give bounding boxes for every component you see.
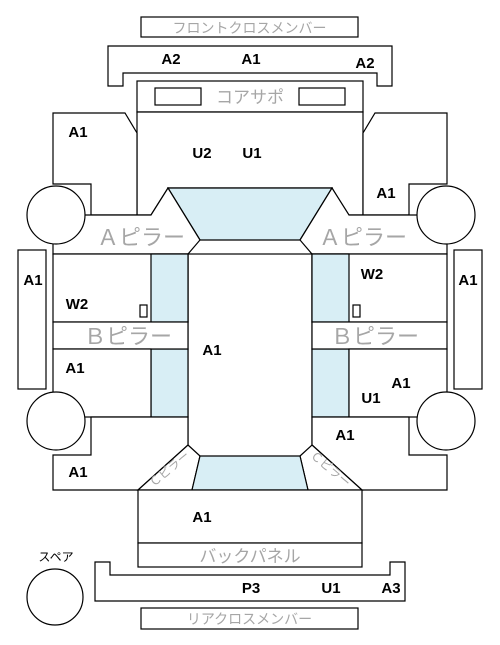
a-pillar-right-label: Ａピラー [319, 226, 407, 251]
roof-panel [187, 253, 313, 465]
rear-window [191, 455, 309, 491]
spare-tire-label: スペア [38, 550, 73, 564]
front-cross-member-box [140, 16, 359, 38]
b-pillar-right [311, 321, 448, 350]
rear-left-door-code: A1 [65, 360, 84, 377]
spare-tire [26, 568, 84, 626]
hood-code-u1: U1 [242, 145, 261, 162]
rear-right-door-code-a1: A1 [391, 375, 410, 392]
left-side-sill-code: A1 [23, 272, 42, 289]
rear-left-quarter-code: A1 [68, 464, 87, 481]
back-panel-box [137, 542, 363, 568]
front-cross-code-center: A1 [241, 51, 260, 68]
trunk-lid [137, 489, 363, 544]
front-left-door-handle [139, 304, 148, 318]
left-side-sill [17, 249, 47, 390]
right-side-sill [453, 249, 483, 390]
front-cross-member-label: フロントクロスメンバー [173, 21, 327, 37]
front-bumper-bracket [107, 45, 393, 87]
front-right-wheel [416, 185, 476, 245]
front-left-door-code: W2 [66, 296, 89, 313]
rear-left-wheel [26, 391, 86, 451]
front-right-fender-code: A1 [376, 185, 395, 202]
rear-cross-member-label: リアクロスメンバー [187, 612, 312, 628]
front-left-window [150, 253, 189, 323]
core-support-slot-right [298, 87, 346, 106]
right-side-sill-code: A1 [458, 272, 477, 289]
b-pillar-left [52, 321, 189, 350]
front-right-door-code: W2 [361, 266, 384, 283]
rear-right-door-code-u1: U1 [361, 390, 380, 407]
b-pillar-left-label: Ｂピラー [84, 325, 172, 350]
trunk-code: A1 [192, 509, 211, 526]
rear-right-quarter-code: A1 [335, 427, 354, 444]
core-support-slot-left [154, 87, 202, 106]
rear-cross-code-u1: U1 [321, 580, 340, 597]
front-left-fender-code: A1 [68, 124, 87, 141]
rear-bumper-bracket [94, 561, 406, 602]
front-right-fender [362, 112, 448, 216]
rear-cross-member-box [140, 607, 359, 630]
rear-right-wheel [416, 391, 476, 451]
rear-cross-code-p3: P3 [242, 580, 260, 597]
front-right-window [311, 253, 350, 323]
rear-left-quarter [52, 416, 189, 491]
hood-code-u2: U2 [192, 145, 211, 162]
front-cross-code-right: A2 [355, 55, 374, 72]
rear-left-window [150, 348, 189, 418]
front-cross-code-left: A2 [161, 51, 180, 68]
roof-code: A1 [202, 342, 221, 359]
rear-cross-code-a3: A3 [381, 580, 400, 597]
core-support-label: コアサポ [216, 88, 284, 108]
a-pillar-left-label: Ａピラー [97, 226, 185, 251]
back-panel-label: バックパネル [199, 547, 300, 567]
rear-right-window [311, 348, 350, 418]
front-left-wheel [26, 185, 86, 245]
front-right-door-handle [352, 304, 361, 318]
b-pillar-right-label: Ｂピラー [331, 325, 419, 350]
